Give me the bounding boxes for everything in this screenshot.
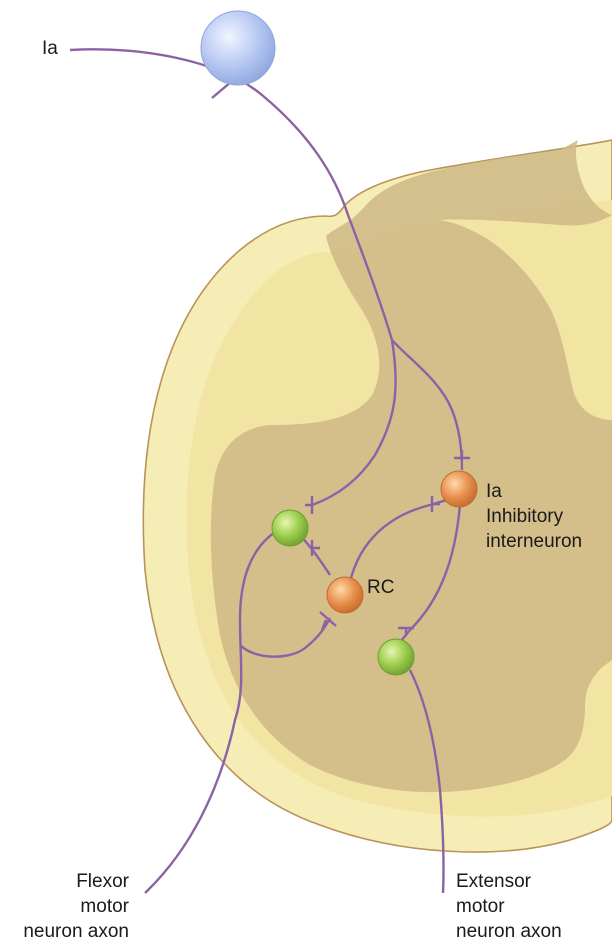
ia-inhibitory-interneuron xyxy=(440,470,478,508)
flexor-motor-neuron xyxy=(271,509,309,547)
gray-matter xyxy=(210,140,612,793)
renshaw-cell-label: RC xyxy=(367,575,394,600)
ia-interneuron-line-1: Ia xyxy=(486,481,502,502)
extensor-axon-line-1: Extensor xyxy=(456,871,531,892)
synapse-terminal xyxy=(454,450,470,460)
flexor-axon-line-2: motor xyxy=(80,896,129,917)
ia-afferent-path xyxy=(69,48,394,341)
flexor-axon-line-1: Flexor xyxy=(76,871,129,892)
renshaw-cell-text: RC xyxy=(367,577,395,598)
recurrent-collateral xyxy=(239,617,332,658)
lateral-white-matter xyxy=(556,282,612,420)
extensor-axon-line-3: neuron axon xyxy=(456,921,562,942)
synapse-terminal xyxy=(430,496,440,512)
synapse-terminal xyxy=(398,626,414,636)
ia-interneuron-line-3: interneuron xyxy=(486,531,583,552)
flexor-axon-path xyxy=(144,528,279,894)
extensor-motor-neuron xyxy=(377,638,415,676)
extensor-axon-path xyxy=(408,669,445,894)
interneuron-to-extensor xyxy=(399,504,462,643)
ia-interneuron-line-2: Inhibitory xyxy=(486,506,564,527)
sensory-cell-body xyxy=(200,10,276,86)
ia-branch-to-flexor xyxy=(311,339,397,507)
synapse-terminal xyxy=(310,540,320,556)
extensor-axon-label: Extensor motor neuron axon xyxy=(456,869,562,944)
flexor-axon-label: Flexor motor neuron axon xyxy=(23,869,129,944)
extensor-axon-line-2: motor xyxy=(456,896,505,917)
ia-afferent-label: Ia xyxy=(42,36,58,61)
synapse-terminal xyxy=(305,496,314,514)
ia-afferent-text: Ia xyxy=(42,38,58,59)
flexor-axon-line-3: neuron axon xyxy=(23,921,129,942)
renshaw-cell xyxy=(326,576,364,614)
ia-interneuron-label: Ia Inhibitory interneuron xyxy=(486,479,582,554)
synapse-terminal xyxy=(319,611,337,631)
